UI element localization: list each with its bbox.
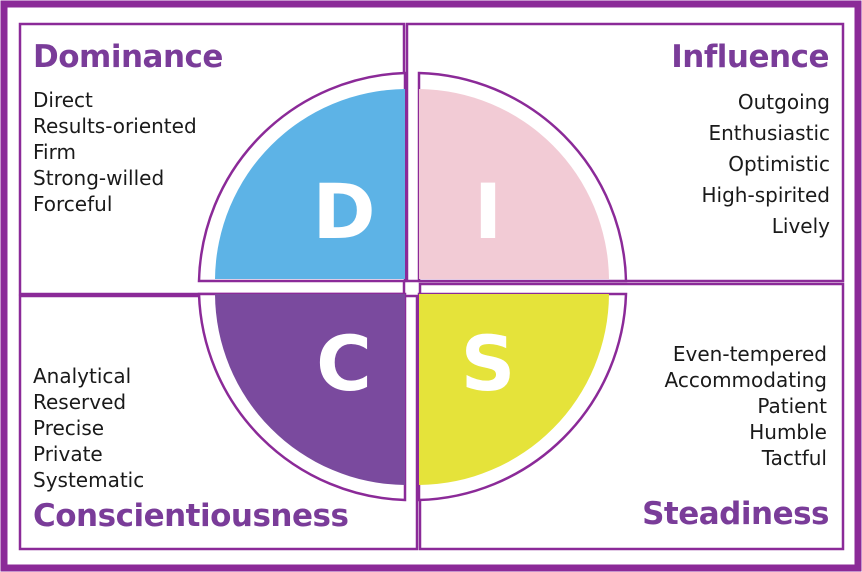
letter-c: C	[316, 319, 372, 408]
trait-list-influence: Outgoing Enthusiastic Optimistic High-sp…	[702, 87, 830, 242]
trait-item: Humble	[749, 420, 827, 444]
letter-d: D	[312, 167, 375, 256]
trait-item: Forceful	[33, 192, 113, 216]
title-conscientiousness: Conscientiousness	[33, 498, 349, 534]
trait-list-steadiness: Even-tempered Accommodating Patient Humb…	[665, 341, 827, 471]
trait-item: Tactful	[761, 446, 827, 470]
trait-item: Systematic	[33, 468, 145, 492]
trait-item: Patient	[757, 394, 827, 418]
trait-item: Firm	[33, 140, 76, 164]
trait-item: Reserved	[33, 390, 127, 414]
trait-item: Strong-willed	[33, 166, 165, 190]
trait-item: Accommodating	[664, 368, 827, 392]
title-dominance: Dominance	[33, 39, 223, 75]
trait-item: Lively	[771, 214, 830, 238]
trait-list-dominance: Direct Results-oriented Firm Strong-will…	[33, 87, 197, 217]
trait-item: Direct	[33, 88, 93, 112]
title-influence: Influence	[671, 39, 829, 75]
wedge-influence	[419, 89, 609, 279]
trait-item: Outgoing	[737, 90, 830, 114]
title-steadiness: Steadiness	[642, 496, 829, 532]
trait-item: High-spirited	[701, 183, 830, 207]
trait-item: Private	[33, 442, 103, 466]
trait-item: Optimistic	[728, 152, 830, 176]
trait-list-conscientiousness: Analytical Reserved Precise Private Syst…	[33, 363, 144, 493]
trait-item: Precise	[33, 416, 105, 440]
trait-item: Analytical	[33, 364, 132, 388]
wedge-conscientiousness	[215, 294, 405, 485]
wedge-dominance	[215, 89, 405, 279]
trait-item: Even-tempered	[672, 342, 827, 366]
wedge-steadiness	[419, 294, 609, 485]
letter-s: S	[461, 319, 516, 408]
trait-item: Results-oriented	[33, 114, 197, 138]
letter-i: I	[474, 167, 502, 256]
trait-item: Enthusiastic	[708, 121, 830, 145]
